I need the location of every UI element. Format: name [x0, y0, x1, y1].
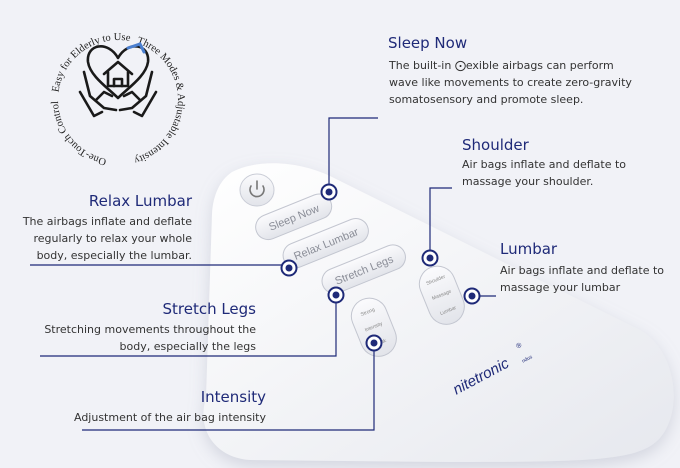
- remote-control: Sleep Now Relax Lumbar Stretch Legs Stro…: [203, 163, 674, 462]
- badge-seal: Easy for Elderly to Use Three Modes & Ad…: [50, 32, 186, 167]
- marker-sleep-now: [320, 183, 338, 201]
- svg-text:One-Touch Control: One-Touch Control: [50, 101, 108, 167]
- marker-shoulder: [421, 249, 439, 267]
- marker-stretch-legs: [327, 286, 345, 304]
- marker-relax-lumbar: [280, 259, 298, 277]
- marker-lumbar: [463, 287, 481, 305]
- shoulder-description: Air bags inflate and deflate to massage …: [462, 156, 626, 190]
- callout-lines: [30, 117, 496, 431]
- brand-registered: ®: [515, 341, 524, 351]
- lumbar-desc-line: Air bags inflate and deflate to: [500, 264, 665, 277]
- intensity-desc-line: Adjustment of the air bag intensity: [73, 411, 266, 424]
- sleep-now-title: Sleep Now: [388, 34, 468, 52]
- badge-ring-bottom: One-Touch Control: [50, 101, 108, 167]
- lumbar-desc-line: massage your lumbar: [500, 281, 621, 294]
- shoulder-desc-line: Air bags inflate and deflate to: [462, 158, 627, 171]
- brand-sub: ndus: [521, 354, 534, 365]
- relax-lumbar-desc-line: regularly to relax your whole: [33, 232, 192, 245]
- marker-intensity: [365, 334, 383, 352]
- sleep-now-desc-line: wave like movements to create zero-gravi…: [389, 76, 632, 89]
- heart-accent-icon: [126, 42, 146, 54]
- callout-markers: [280, 183, 481, 352]
- intensity-description: Adjustment of the air bag intensity: [60, 409, 266, 426]
- relax-lumbar-desc-line: The airbags inflate and deflate: [22, 215, 192, 228]
- lumbar-title: Lumbar: [500, 240, 558, 258]
- stretch-legs-title: Stretch Legs: [162, 300, 256, 318]
- relax-lumbar-title: Relax Lumbar: [88, 192, 192, 210]
- stretch-legs-description: Stretching movements throughout the body…: [20, 321, 256, 355]
- relax-lumbar-description: The airbags inflate and deflate regularl…: [10, 213, 192, 264]
- lumbar-description: Air bags inflate and deflate to massage …: [500, 262, 664, 296]
- power-button[interactable]: [239, 173, 275, 207]
- intensity-title: Intensity: [200, 388, 266, 406]
- caring-hands-icon: [78, 45, 158, 118]
- massage-area-rocker[interactable]: Shoulder Massage Lumbar: [414, 261, 470, 330]
- stretch-legs-desc-line: Stretching movements throughout the: [44, 323, 256, 336]
- power-icon: [249, 185, 265, 198]
- sleep-now-desc-line: somatosensory and promote sleep.: [389, 93, 584, 106]
- shoulder-desc-line: massage your shoulder.: [462, 175, 594, 188]
- intensity-strong-label: Strong: [360, 307, 376, 318]
- relax-lumbar-desc-line: body, especially the lumbar.: [36, 249, 192, 262]
- shoulder-title: Shoulder: [462, 136, 529, 154]
- stretch-legs-desc-line: body, especially the legs: [119, 340, 257, 353]
- sleep-now-desc-line: The built-in ⨀exible airbags can perform: [389, 59, 614, 72]
- sleep-now-description: The built-in ⨀exible airbags can perform…: [389, 57, 632, 108]
